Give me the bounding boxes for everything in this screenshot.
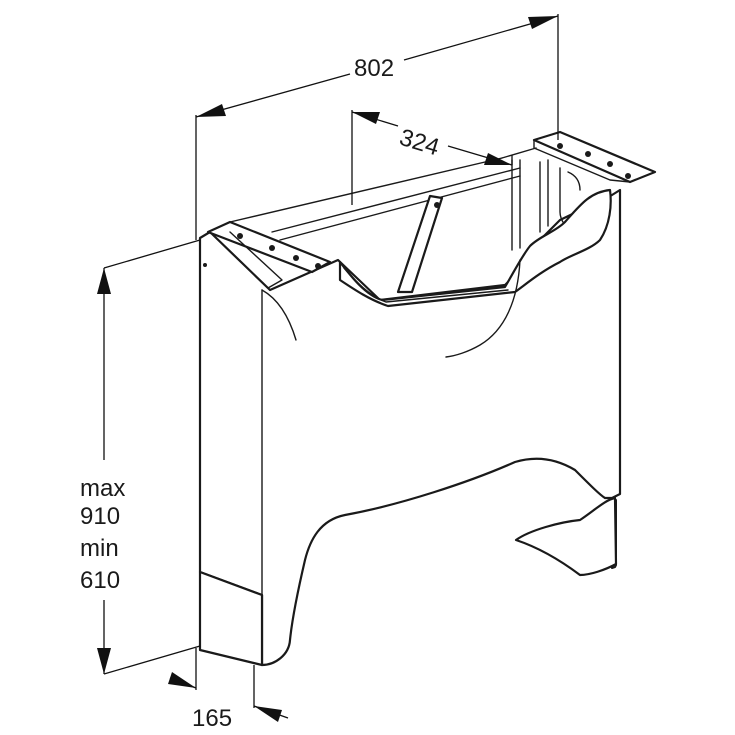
arrowhead (196, 104, 226, 117)
basin-inner-edge (343, 267, 509, 303)
frame-rail-back (271, 167, 521, 233)
bracket-hole (625, 173, 631, 179)
dimension-height: max 910 min 610 (80, 239, 201, 675)
bracket-hole (237, 233, 243, 239)
indicator-dot (203, 263, 207, 267)
frame-rail-front (229, 157, 503, 223)
support-strut (396, 194, 444, 294)
dimension-overall-width: 802 (195, 14, 559, 240)
height-max-label: max (80, 475, 125, 502)
drain-pipe (445, 259, 521, 358)
arrowhead (528, 16, 558, 29)
bracket-hole (269, 245, 275, 251)
basin-trough (338, 171, 612, 358)
bracket-hole (315, 263, 321, 269)
cabinet-rear-leg (514, 496, 618, 577)
basin-rim (338, 188, 612, 308)
inner-width-label: 324 (396, 124, 442, 162)
top-frame (206, 130, 657, 289)
depth-label: 165 (192, 705, 232, 732)
overall-width-label: 802 (354, 55, 394, 82)
extension-line (103, 239, 201, 269)
arrowhead (97, 268, 111, 294)
cabinet-front-panel (198, 188, 622, 667)
arrowhead (254, 706, 282, 722)
height-min-label: min (80, 535, 119, 562)
bracket-hole (557, 143, 563, 149)
arrowhead (168, 672, 196, 688)
arrowhead (484, 153, 512, 165)
strut-bolt (434, 202, 440, 208)
right-mounting-bracket (532, 130, 657, 184)
cabinet-body (198, 188, 622, 667)
arrowhead (352, 112, 380, 124)
bracket-hole (607, 161, 613, 167)
dimension-depth: 165 (168, 648, 289, 732)
front-face-curve (261, 289, 297, 341)
bracket-hole (585, 151, 591, 157)
bracket-hole (293, 255, 299, 261)
height-max-value: 910 (80, 503, 120, 530)
extension-line (103, 645, 201, 675)
cabinet-plinth (198, 570, 264, 667)
height-min-value: 610 (80, 567, 120, 594)
arrowhead (97, 648, 111, 674)
